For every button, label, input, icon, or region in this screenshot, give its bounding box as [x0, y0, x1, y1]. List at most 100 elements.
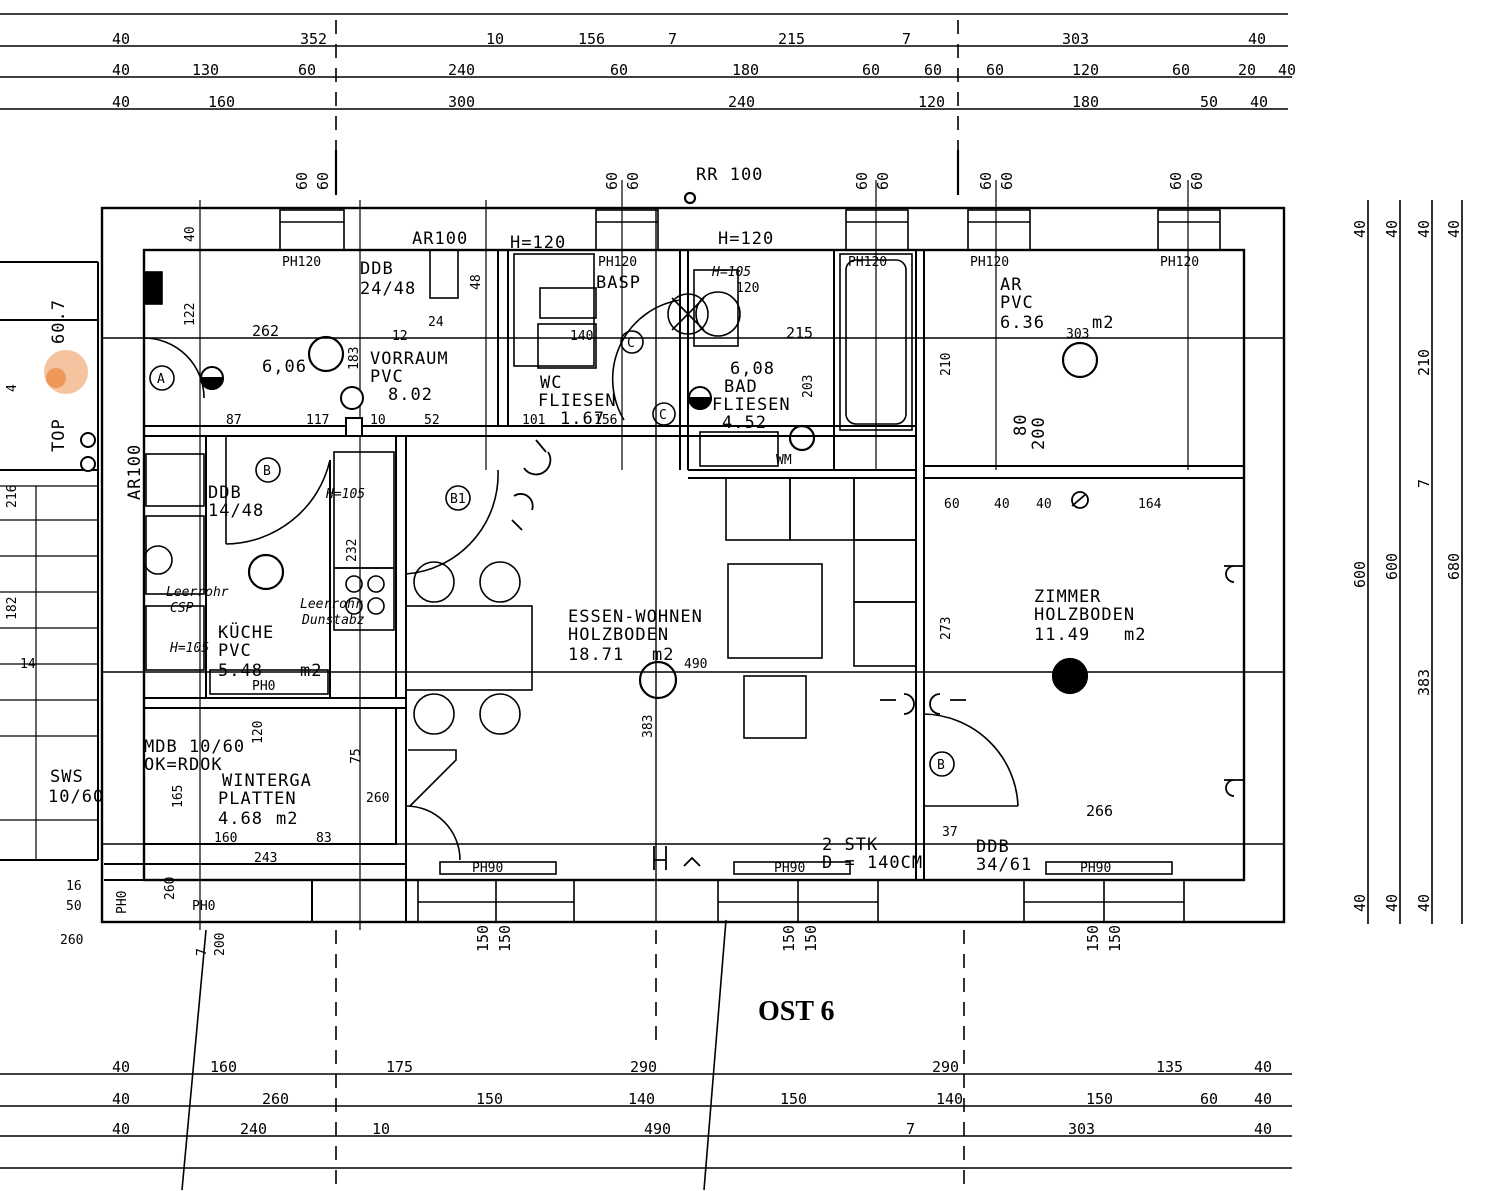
tag-a: A: [157, 372, 165, 387]
right-dim-1-2: 600: [1351, 561, 1369, 588]
win-tag-3: 60: [603, 172, 621, 190]
win-tag-5: 60: [853, 172, 871, 190]
top-dim-1-6: 215: [778, 30, 805, 48]
right-dimension-labels: 40 600 40 40 600 40 40 210 7 383 40 40 6…: [1351, 220, 1463, 912]
top-dim-1-8: 303: [1062, 30, 1089, 48]
ar-unit: m2: [1092, 313, 1114, 333]
bad-name: BAD: [724, 377, 758, 397]
ph120-2: PH120: [598, 255, 637, 270]
idim-122: 122: [183, 303, 198, 326]
wc-floor: FLIESEN: [538, 391, 617, 411]
bot-dim-2-6: 140: [936, 1090, 963, 1108]
win-tag-1: 60: [293, 172, 311, 190]
bad-floor: FLIESEN: [712, 395, 791, 415]
top-dim-2-3: 60: [298, 61, 316, 79]
idim-60: 60: [944, 497, 960, 512]
win-tag-10: 60: [1188, 172, 1206, 190]
ar100-left: AR100: [125, 444, 145, 500]
wc-area: 1.67: [560, 409, 605, 429]
idim-182: 4: [5, 384, 20, 392]
bot-dim-3-7: 40: [1254, 1120, 1272, 1138]
window-heights: 150 150 150 150 150 150: [474, 925, 1124, 952]
idim-165: 165: [171, 785, 186, 808]
idim-40b: 40: [1036, 497, 1052, 512]
top-dim-2-9: 60: [986, 61, 1004, 79]
top-dim-3-5: 120: [918, 93, 945, 111]
zimmer-floor: HOLZBODEN: [1034, 605, 1135, 625]
win-h-1: 150: [474, 925, 492, 952]
room-bad: 6,08 BAD FLIESEN 4.52: [712, 359, 791, 433]
right-dim-1-3: 40: [1351, 894, 1369, 912]
bot-dim-1-7: 40: [1254, 1058, 1272, 1076]
bot-dim-3-3: 10: [372, 1120, 390, 1138]
idim-232: 232: [345, 539, 360, 562]
stair-treads: [0, 485, 98, 860]
idim-260-wg: 260: [366, 791, 389, 806]
misc-labels: RR 100 AR100 H=120 H=120 BASP PH120 PH12…: [48, 165, 1199, 1027]
idim-24: 24: [428, 315, 444, 330]
mdb-label: MDB 10/60: [144, 737, 245, 757]
idim-117: 117: [306, 413, 329, 428]
inner-dimensions: 262 12 183 117 87 52 10 101 156 215 203 …: [5, 226, 1162, 956]
idim-262: 262: [252, 322, 279, 340]
right-dim-3-1: 40: [1415, 220, 1433, 238]
idim-160: 160: [214, 831, 237, 846]
zimmer-unit: m2: [1124, 625, 1146, 645]
right-dim-4-2: 680: [1445, 553, 1463, 580]
bot-dim-2-3: 150: [476, 1090, 503, 1108]
bad-area-small: 6,08: [730, 359, 775, 379]
top-dim-3-2: 160: [208, 93, 235, 111]
right-dim-3-5: 40: [1415, 894, 1433, 912]
stain-mark: [44, 350, 88, 394]
bot-dim-1-4: 290: [630, 1058, 657, 1076]
top-dimension-row3: 40 160 300 240 120 180 50 40: [112, 93, 1268, 111]
idim-200: 7: [195, 948, 210, 956]
top-dim-2-8: 60: [924, 61, 942, 79]
top-dim-1-3: 10: [486, 30, 504, 48]
idim-15: 216: [5, 485, 20, 508]
top-dim-2-10: 120: [1072, 61, 1099, 79]
csp-label: CSP: [170, 601, 194, 616]
idim-40c: 40: [183, 226, 198, 242]
idim-43: 260: [163, 877, 178, 900]
h105-kitchen: H=105: [325, 487, 365, 502]
sws-label: SWS: [50, 767, 84, 787]
bot-dim-1-2: 160: [210, 1058, 237, 1076]
idim-140: 120: [736, 281, 759, 296]
h120-left: H=120: [510, 233, 566, 253]
right-dim-3-2: 210: [1415, 349, 1433, 376]
bot-dim-3-6: 303: [1068, 1120, 1095, 1138]
essen-name: ESSEN-WOHNEN: [568, 607, 703, 627]
bad-area: 4.52: [722, 413, 767, 433]
leerrohr-dunst: Leerrohr: [300, 597, 363, 612]
room-kueche: KÜCHE PVC 5.48 m2: [218, 621, 321, 681]
bot-dim-2-7: 150: [1086, 1090, 1113, 1108]
win-tag-8: 60: [998, 172, 1016, 190]
ceiling-lights: [247, 191, 1099, 700]
ph0-left: PH0: [115, 891, 130, 914]
bot-dim-2-9: 40: [1254, 1090, 1272, 1108]
win-h-3: 150: [780, 925, 798, 952]
bot-dim-2-4: 140: [628, 1090, 655, 1108]
idim-210: 210: [939, 353, 954, 376]
top-dimension-row1: 40 352 10 156 7 215 7 303 40: [112, 30, 1266, 48]
wc-name: WC: [540, 373, 562, 393]
room-ar: AR PVC 6.36 m2: [1000, 275, 1114, 333]
top-dim-1-5: 7: [668, 30, 677, 48]
top-dim-3-3: 300: [448, 93, 475, 111]
top-dim-1-9: 40: [1248, 30, 1266, 48]
idim-303: 303: [1066, 327, 1089, 342]
top-label: TOP: [49, 418, 69, 452]
essen-floor: HOLZBODEN: [568, 625, 669, 645]
header-rr100: RR 100: [696, 165, 763, 185]
top-dim-2-1: 40: [112, 61, 130, 79]
wm-label: WM: [776, 453, 792, 468]
bot-dim-2-2: 260: [262, 1090, 289, 1108]
bottom-windows: [417, 861, 1185, 923]
wintergarten-unit: m2: [276, 809, 298, 829]
wintergarten-floor: PLATTEN: [218, 789, 297, 809]
ph120-1: PH120: [282, 255, 321, 270]
area-606: 6,06: [262, 357, 307, 377]
essen-unit: m2: [652, 645, 674, 665]
